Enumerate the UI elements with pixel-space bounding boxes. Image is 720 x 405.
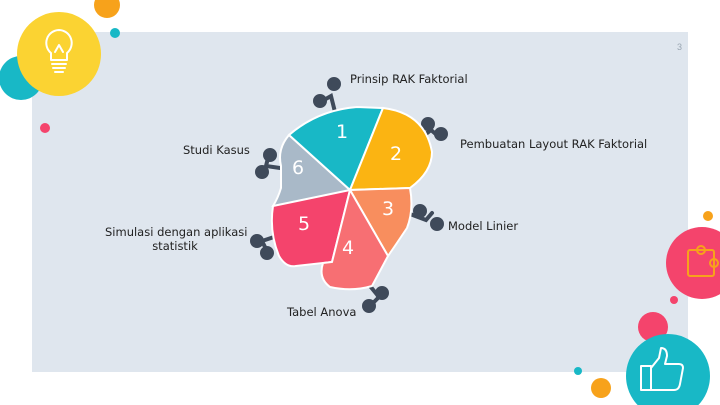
piece-number-3: 3: [382, 198, 395, 220]
label-simulasi-line2: statistik: [152, 239, 198, 253]
puzzle-icon: [687, 245, 719, 277]
piece-number-1: 1: [336, 121, 349, 143]
lightbulb-badge: [17, 12, 101, 96]
deco-dot-teal-bottom: [574, 367, 582, 375]
connector-1-knob: [327, 77, 341, 91]
connector-6-knob: [255, 165, 269, 179]
connector-5-knob2: [260, 246, 274, 260]
label-model-linier: Model Linier: [448, 219, 519, 233]
connector-6-knob2: [263, 148, 277, 162]
thumbs-up-icon: [640, 347, 684, 391]
deco-circle-red-small: [638, 312, 668, 342]
label-prinsip-rak-faktorial: Prinsip RAK Faktorial: [350, 72, 468, 86]
lightbulb-icon: [45, 29, 73, 73]
deco-dot-teal: [110, 28, 120, 38]
puzzle-piece-5: [270, 188, 352, 268]
puzzle-piece-6: [271, 133, 352, 207]
puzzle-badge: [666, 227, 720, 299]
connector-4-knob: [375, 286, 389, 300]
deco-circle-orange-top: [94, 0, 120, 18]
connector-2-knob2: [434, 127, 448, 141]
deco-dot-red: [40, 123, 50, 133]
label-studi-kasus: Studi Kasus: [183, 143, 250, 157]
connector-5-knob: [250, 234, 264, 248]
piece-number-2: 2: [390, 143, 403, 165]
page-number: 3: [676, 42, 682, 52]
piece-number-4: 4: [342, 237, 355, 259]
deco-dot-orange-right: [703, 211, 713, 221]
puzzle-piece-4: [320, 187, 390, 291]
puzzle-piece-1: [287, 105, 385, 192]
connector-3-knob: [430, 217, 444, 231]
connector-1-knob2: [313, 94, 327, 108]
piece-number-5: 5: [298, 213, 311, 235]
connector-3-knob2: [413, 204, 427, 218]
deco-dot-red-right: [670, 296, 678, 304]
label-simulasi: Simulasi dengan aplikasi statistik: [105, 225, 248, 253]
thumbs-up-badge: [626, 334, 710, 405]
label-tabel-anova: Tabel Anova: [287, 305, 357, 319]
puzzle-piece-3: [348, 186, 413, 258]
connector-4-knob2: [362, 299, 376, 313]
piece-number-6: 6: [292, 157, 305, 179]
label-pembuatan-layout: Pembuatan Layout RAK Faktorial: [460, 137, 648, 151]
connector-2-knob: [421, 117, 435, 131]
deco-circle-orange-bottom: [591, 378, 611, 398]
puzzle-piece-2: [348, 106, 434, 192]
label-simulasi-line1: Simulasi dengan aplikasi: [105, 225, 248, 239]
